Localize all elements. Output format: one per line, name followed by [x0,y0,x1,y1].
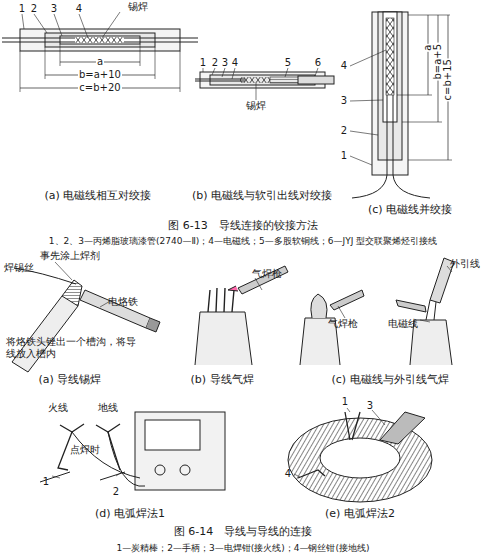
sub-caption: (b) 导线气焊 [190,374,253,387]
sub-caption: (c) 电磁线与外引线气焊 [331,374,448,387]
part-label: 点焊时 [70,444,100,456]
part-label: 电磁线 [388,318,418,330]
fig-c-lead-welding [300,258,454,365]
dimension: b=a+10 [78,69,122,81]
fig-e-arc-welding [288,408,432,502]
sub-caption: (a) 电磁线相互对绞接 [45,190,152,203]
callout-number: 1 [200,57,206,69]
fig-d-arc-welding [40,412,225,490]
callout-number: 3 [222,57,228,69]
callout-number: 2 [341,125,347,137]
sub-caption: (a) 导线锡焊 [39,374,102,387]
dimension: c=b+20 [78,82,121,94]
callout-number: 3 [51,3,57,15]
fig-a-twist-joint [2,12,198,92]
callout-number: 2 [31,3,37,15]
part-label: 气焊枪 [328,318,358,330]
callout-number: 4 [285,468,291,480]
callout-number: 1 [342,396,348,408]
note: 将烙铁头锉出一个槽沟，将导线放入槽内 [6,336,138,359]
callout-number: 3 [341,95,347,107]
part-label: 焊锡丝 [4,262,34,274]
sub-caption: (b) 电磁线与软引出线对绞接 [192,190,332,203]
callout-number: 2 [113,486,119,498]
callout-number: 4 [341,60,347,72]
figure-legend: 1、2、3—丙烯脂玻璃漆管(2740—Ⅱ)；4—电磁线；5—多股软铜线；6—JY… [49,236,437,246]
part-label: 事先涂上焊剂 [40,250,100,262]
callout-number: 1 [19,3,25,15]
callout-number: 4 [76,3,82,15]
callout-number: 5 [285,57,291,69]
fig-c-parallel-twist [350,12,452,198]
callout-number: 2 [212,57,218,69]
figure-title: 图 6-14 导线与导线的连接 [174,526,312,539]
sub-caption: (e) 电弧焊法2 [325,508,395,521]
figure-legend: 1—炭精棒；2—手柄；3—电焊钳(接火线)；4—钢丝钳(接地线) [117,543,370,553]
callout-number: 4 [232,57,238,69]
part-label: 气焊枪 [252,268,282,280]
part-label: 地线 [98,402,118,414]
figure-title: 图 6-13 导线连接的铰接方法 [168,220,317,233]
callout-number: 1 [341,150,347,162]
solder-label: 锡焊 [128,1,148,13]
dimension: a [96,56,104,68]
solder-label: 锡焊 [246,100,266,112]
sub-caption: (d) 电弧焊法1 [95,508,165,521]
sub-caption: (c) 电磁线并绞接 [368,204,452,217]
callout-number: 1 [43,476,49,488]
callout-number: 6 [315,57,321,69]
fig-b-gas-welding [195,266,288,365]
dimension: c=b+15 [442,58,454,101]
part-label: 外引线 [450,258,480,270]
part-label: 电烙铁 [108,296,138,308]
fig-b-twist-joint [195,68,334,100]
part-label: 火线 [48,402,68,414]
callout-number: 3 [367,400,373,412]
